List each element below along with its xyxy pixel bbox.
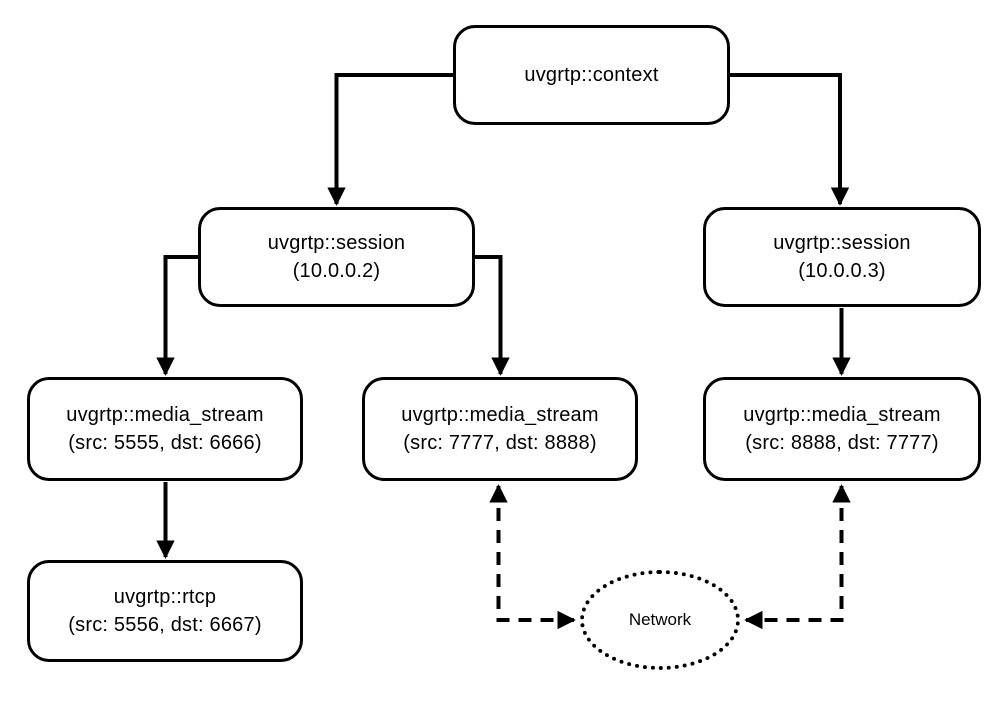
node-media-stream-7777-8888-ports: (src: 7777, dst: 8888) <box>403 432 597 454</box>
edge-session-left-media-stream-left <box>156 255 198 376</box>
node-session-10-0-0-3: uvgrtp::session (10.0.0.3) <box>703 207 981 307</box>
edge-context-session-left <box>327 73 453 206</box>
node-media-stream-8888-7777: uvgrtp::media_stream (src: 8888, dst: 77… <box>703 377 981 481</box>
node-media-stream-8888-7777-label: uvgrtp::media_stream <box>743 404 941 426</box>
node-session-10-0-0-2-label: uvgrtp::session <box>267 232 406 254</box>
edge-media-stream-right-network <box>744 484 851 630</box>
node-media-stream-7777-8888-label: uvgrtp::media_stream <box>401 404 599 426</box>
edge-media-stream-mid-network <box>489 484 576 630</box>
node-network: Network <box>580 570 740 670</box>
node-session-10-0-0-3-label: uvgrtp::session <box>773 232 911 254</box>
node-rtcp: uvgrtp::rtcp (src: 5556, dst: 6667) <box>27 560 303 662</box>
edge-session-left-media-stream-mid <box>475 255 510 376</box>
edge-context-session-right <box>730 73 850 206</box>
node-media-stream-7777-8888: uvgrtp::media_stream (src: 7777, dst: 88… <box>362 377 638 481</box>
node-media-stream-5555-6666-label: uvgrtp::media_stream <box>66 404 264 426</box>
node-session-10-0-0-2: uvgrtp::session (10.0.0.2) <box>198 207 475 307</box>
node-context-label: uvgrtp::context <box>524 64 659 86</box>
node-media-stream-5555-6666: uvgrtp::media_stream (src: 5555, dst: 66… <box>27 377 303 481</box>
node-network-label: Network <box>628 610 692 629</box>
node-context: uvgrtp::context <box>453 25 730 125</box>
node-media-stream-8888-7777-ports: (src: 8888, dst: 7777) <box>745 432 939 454</box>
node-session-10-0-0-2-address: (10.0.0.2) <box>292 260 381 282</box>
node-media-stream-5555-6666-ports: (src: 5555, dst: 6666) <box>68 432 262 454</box>
node-session-10-0-0-3-address: (10.0.0.3) <box>798 260 886 282</box>
node-rtcp-label: uvgrtp::rtcp <box>113 586 217 608</box>
node-rtcp-ports: (src: 5556, dst: 6667) <box>68 614 262 636</box>
